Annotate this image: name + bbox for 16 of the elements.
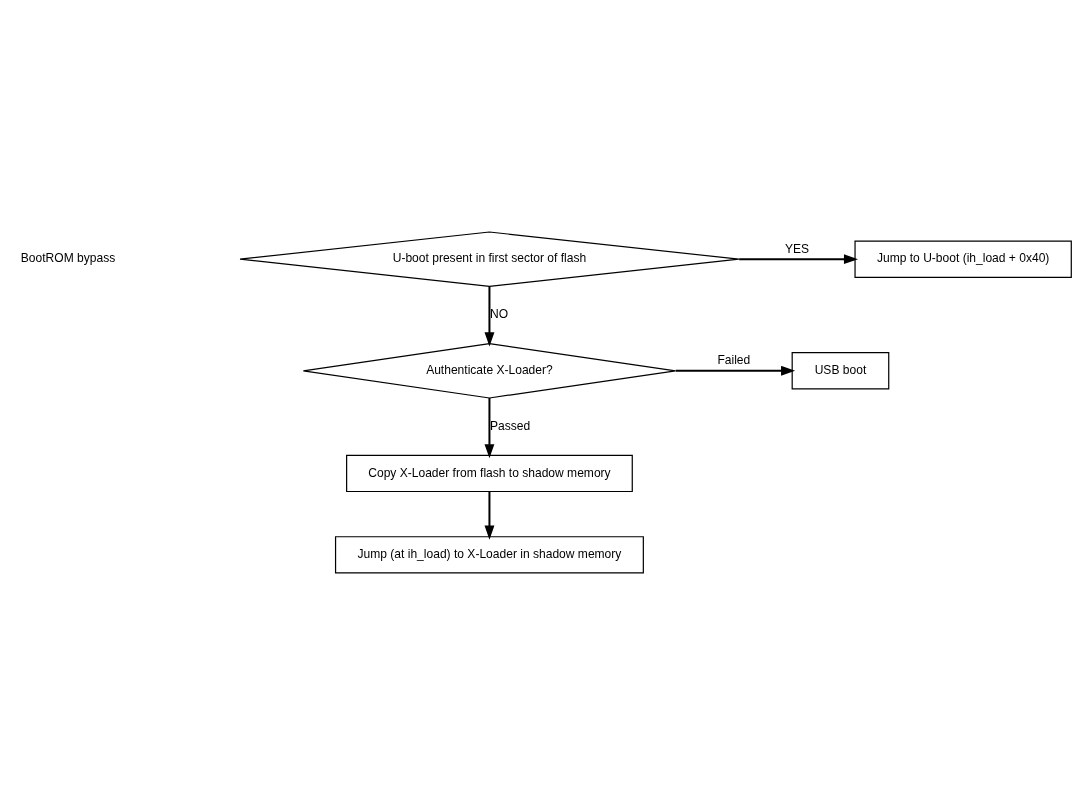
node-box: Jump to U-boot (ih_load + 0x40) [854,240,1072,278]
arrow [484,491,495,540]
node-box: Jump (at ih_load) to X-Loader in shadow memory [334,536,644,574]
arrow [484,286,495,347]
arrow [484,398,495,459]
node-diamond: U-boot present in first sector of flash [239,231,740,287]
edge-label: Failed [717,353,751,368]
node-box: USB boot [791,352,890,390]
node-diamond: Authenticate X-Loader? [302,343,677,399]
arrow [675,365,796,376]
edge-label: Passed [489,418,531,433]
label: BootROM bypass [20,251,116,266]
node-box: Copy X-Loader from flash to shadow memory [346,454,633,493]
edge-label: YES [784,241,810,256]
edge-label: NO [489,307,509,322]
arrow [739,254,859,265]
